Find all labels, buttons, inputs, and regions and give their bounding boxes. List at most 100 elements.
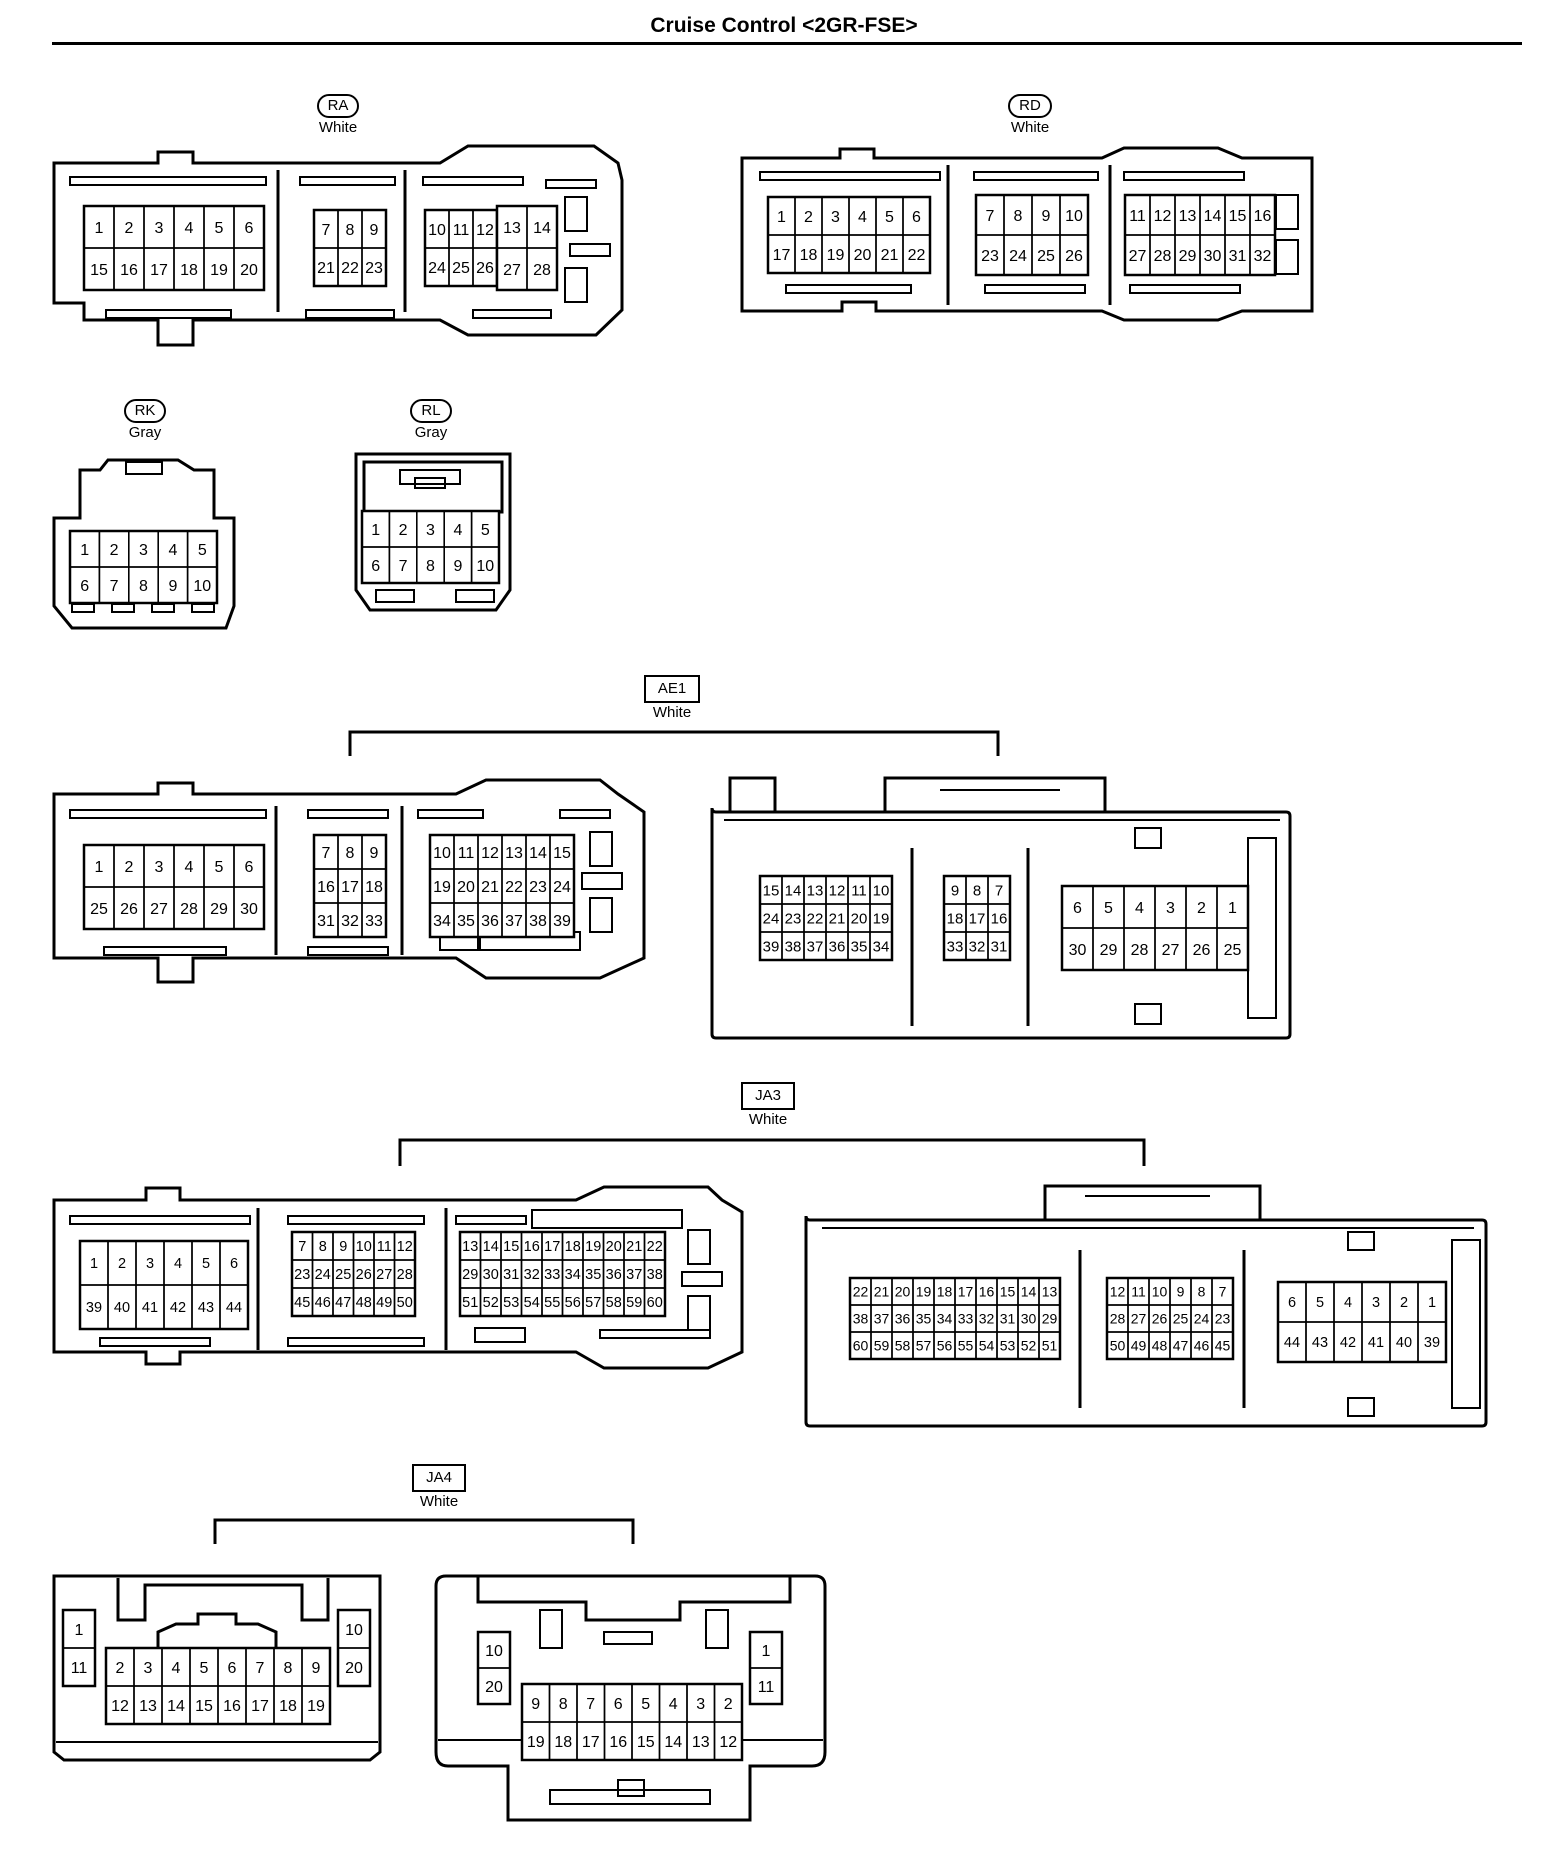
pin-number: 1 <box>1228 900 1237 917</box>
pin-number: 30 <box>240 901 258 918</box>
pin-number: 31 <box>1229 248 1247 265</box>
pin-number: 18 <box>565 1239 581 1255</box>
pin-number: 35 <box>851 938 868 955</box>
pin-number: 13 <box>1042 1284 1058 1300</box>
pin-number: 41 <box>142 1300 158 1316</box>
pin-number: 49 <box>1131 1338 1147 1354</box>
pin-number: 32 <box>1254 248 1272 265</box>
pin-number: 4 <box>858 209 867 226</box>
pin-number: 5 <box>481 522 490 539</box>
housing-outline <box>52 458 236 630</box>
pin-number: 6 <box>245 220 254 237</box>
pin-number: 20 <box>851 910 868 927</box>
pin-number: 3 <box>144 1660 153 1677</box>
pin-number: 23 <box>785 910 802 927</box>
connector-code: JA4 <box>412 1464 466 1492</box>
pin-number: 10 <box>433 845 451 862</box>
pin-number: 5 <box>1104 900 1113 917</box>
latch-slot <box>191 603 215 613</box>
pin-number: 17 <box>544 1239 560 1255</box>
pin-number: 15 <box>1000 1284 1016 1300</box>
pin-number: 26 <box>476 260 494 277</box>
pin-number: 58 <box>895 1338 911 1354</box>
pin-number: 34 <box>433 913 451 930</box>
pin-number: 36 <box>829 938 846 955</box>
pin-number: 9 <box>370 845 379 862</box>
pin-number: 18 <box>365 879 383 896</box>
pin-number: 5 <box>202 1256 210 1272</box>
latch-slot <box>564 267 588 303</box>
pin-number: 29 <box>462 1267 478 1283</box>
pin-number: 24 <box>553 879 571 896</box>
pin-number: 6 <box>230 1256 238 1272</box>
pin-number: 6 <box>245 859 254 876</box>
pin-cell <box>1059 234 1089 276</box>
latch-slot <box>455 1215 527 1225</box>
pin-number: 28 <box>1131 942 1149 959</box>
pin-number: 26 <box>1152 1311 1168 1327</box>
latch-slot <box>705 1609 729 1649</box>
latch-slot <box>1247 837 1277 1019</box>
pin-cell <box>1038 1331 1061 1360</box>
pin-number: 34 <box>565 1267 581 1283</box>
pin-number: 18 <box>947 910 964 927</box>
latch-slot <box>1347 1231 1375 1251</box>
pin-cell <box>1249 234 1276 276</box>
pin-number: 11 <box>758 1679 775 1696</box>
latch-slot <box>539 1609 563 1649</box>
pin-number: 4 <box>1135 900 1144 917</box>
pin-number: 3 <box>139 542 148 559</box>
pin-number: 27 <box>1131 1311 1147 1327</box>
pin-number: 25 <box>1224 942 1242 959</box>
pin-number: 47 <box>1173 1338 1189 1354</box>
pin-number: 8 <box>559 1696 568 1713</box>
pin-number: 46 <box>1194 1338 1210 1354</box>
pin-number: 13 <box>1179 208 1197 225</box>
pin-number: 11 <box>377 1239 392 1255</box>
pin-number: 15 <box>637 1734 655 1751</box>
pin-number: 14 <box>1021 1284 1037 1300</box>
connector-code: RD <box>1008 94 1052 118</box>
pin-number: 6 <box>1073 900 1082 917</box>
pin-number: 15 <box>195 1698 213 1715</box>
pin-number: 29 <box>210 901 228 918</box>
pin-number: 19 <box>827 247 845 264</box>
pin-number: 13 <box>692 1734 710 1751</box>
pin-number: 14 <box>1204 208 1222 225</box>
pin-number: 18 <box>937 1284 953 1300</box>
connector-label-ja3: JA3 White <box>718 1082 818 1129</box>
pin-number: 12 <box>111 1698 129 1715</box>
connector-color: White <box>652 704 692 721</box>
pin-cell <box>233 886 265 930</box>
pin-number: 24 <box>1194 1311 1210 1327</box>
pin-number: 23 <box>294 1267 310 1283</box>
pin-number: 28 <box>180 901 198 918</box>
pin-number: 37 <box>505 913 523 930</box>
latch-slot <box>69 809 267 819</box>
pin-number: 37 <box>626 1267 642 1283</box>
pin-number: 42 <box>170 1300 186 1316</box>
pin-number: 20 <box>240 262 258 279</box>
pin-number: 3 <box>155 859 164 876</box>
pin-number: 15 <box>763 882 780 899</box>
pin-number: 49 <box>376 1295 392 1311</box>
pin-number: 3 <box>146 1256 154 1272</box>
pin-number: 37 <box>874 1311 890 1327</box>
pin-number: 31 <box>991 938 1008 955</box>
pin-number: 9 <box>453 558 462 575</box>
pin-number: 2 <box>110 542 119 559</box>
latch-slot <box>687 1295 711 1331</box>
pin-number: 6 <box>80 578 89 595</box>
pin-number: 10 <box>345 1622 363 1639</box>
pin-number: 60 <box>853 1338 869 1354</box>
pin-number: 37 <box>807 938 824 955</box>
pin-number: 6 <box>614 1696 623 1713</box>
pin-number: 40 <box>1396 1335 1412 1351</box>
pin-number: 12 <box>829 882 846 899</box>
pin-number: 23 <box>365 260 383 277</box>
pin-number: 9 <box>370 222 379 239</box>
